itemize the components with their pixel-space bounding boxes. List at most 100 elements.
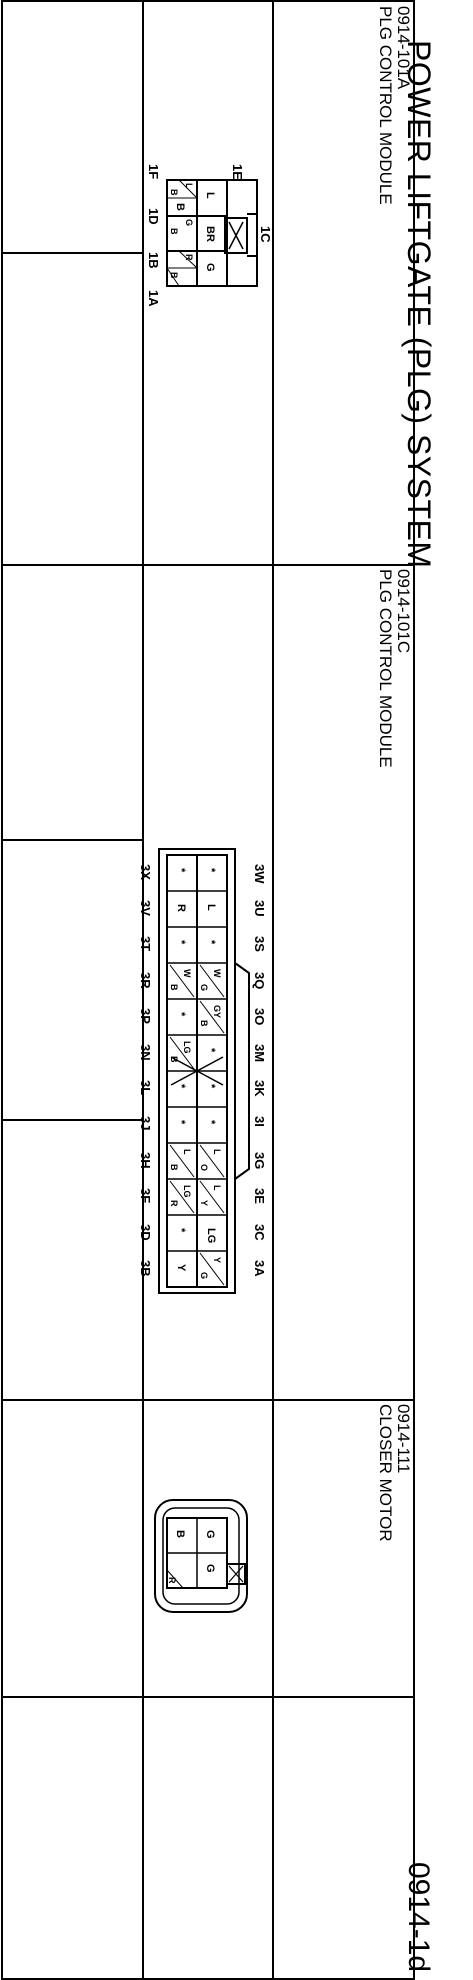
wire-101c-stripe: B bbox=[169, 1056, 179, 1063]
wire-101c-color: LG bbox=[205, 1228, 217, 1243]
wire-101c-color: L bbox=[212, 1149, 222, 1155]
wire-101c-color: * bbox=[175, 1084, 187, 1089]
pin-101c-bottom: 3L bbox=[138, 1080, 153, 1095]
wire-101c-color: * bbox=[175, 940, 187, 945]
wire-101a-r2c4: R bbox=[184, 254, 194, 261]
pin-101c-top: 3O bbox=[252, 1008, 267, 1025]
pin-101c-bottom: 3B bbox=[138, 1260, 153, 1277]
wire-101c-stripe: B bbox=[169, 1164, 179, 1171]
pin-1f: 1F bbox=[146, 164, 161, 179]
connector-101c-diagram bbox=[158, 848, 250, 1294]
wire-101c-stripe-slash bbox=[199, 1000, 225, 1034]
wire-101a-r2c3: G bbox=[184, 219, 194, 226]
wire-101a-r1c2: BR bbox=[204, 226, 216, 242]
wire-101c-color: GY bbox=[212, 1005, 222, 1018]
connector-101c-key-mark bbox=[170, 1056, 224, 1086]
connector-code-111: 0914-111 bbox=[394, 1404, 413, 1474]
wire-101c-color: L bbox=[182, 1149, 192, 1155]
wire-101a-r2c1: L bbox=[184, 183, 194, 189]
wire-101c-stripe: Y bbox=[199, 1200, 209, 1206]
wire-101c-stripe: R bbox=[169, 1200, 179, 1207]
pin-101c-top: 3C bbox=[252, 1224, 267, 1241]
pin-101c-bottom: 3H bbox=[138, 1152, 153, 1169]
wire-101c-stripe: B bbox=[169, 984, 179, 991]
pin-101c-top: 3W bbox=[252, 864, 267, 884]
wire-101c-color: W bbox=[182, 969, 192, 978]
wire-101c-stripe: G bbox=[199, 1272, 209, 1279]
connector-name-101a: PLG CONTROL MODULE bbox=[376, 6, 395, 205]
connector-label-101a: 0914-101A PLG CONTROL MODULE bbox=[376, 6, 413, 205]
wire-101c-color: * bbox=[205, 1084, 217, 1089]
wire-101c-stripe: G bbox=[199, 984, 209, 991]
pin-101c-top: 3I bbox=[252, 1116, 267, 1127]
wire-111-d: R bbox=[167, 1577, 177, 1584]
wire-101c-color: * bbox=[205, 940, 217, 945]
wire-101c-color: * bbox=[175, 1012, 187, 1017]
wire-101c-color: * bbox=[175, 1120, 187, 1125]
wire-101c-color: LG bbox=[182, 1185, 192, 1198]
pin-101c-top: 3Q bbox=[252, 972, 267, 989]
wire-101c-color: * bbox=[175, 868, 187, 873]
wire-101c-stripe-slash bbox=[199, 1144, 225, 1178]
pin-1e: 1E bbox=[230, 164, 245, 180]
pin-101c-top: 3M bbox=[252, 1044, 267, 1062]
connector-label-101c: 0914-101C PLG CONTROL MODULE bbox=[376, 569, 413, 768]
wire-101c-stripe-slash bbox=[169, 1036, 195, 1070]
wire-111-c: G bbox=[204, 1564, 216, 1573]
wire-101c-stripe-slash bbox=[169, 1144, 195, 1178]
pin-101c-top: 3U bbox=[252, 900, 267, 917]
connector-name-101c: PLG CONTROL MODULE bbox=[376, 569, 395, 768]
pin-101c-bottom: 3P bbox=[138, 1008, 153, 1024]
pin-101c-bottom: 3R bbox=[138, 972, 153, 989]
wire-101c-stripe-slash bbox=[169, 1180, 195, 1214]
pin-1d: 1D bbox=[146, 208, 161, 225]
page-id: 0914-1d bbox=[402, 1862, 435, 1973]
pin-101c-bottom: 3F bbox=[138, 1188, 153, 1203]
wire-101c-color: L bbox=[212, 1185, 222, 1191]
pin-101c-bottom: 3N bbox=[138, 1044, 153, 1061]
pin-101c-bottom: 3V bbox=[138, 900, 153, 916]
wire-101c-stripe-slash bbox=[199, 1252, 225, 1286]
wire-101c-color: * bbox=[175, 1228, 187, 1233]
wire-101c-stripe: O bbox=[199, 1164, 209, 1171]
wire-101c-color: * bbox=[205, 1048, 217, 1053]
pin-101c-bottom: 3X bbox=[138, 864, 153, 880]
wire-101a-r1c1: L bbox=[204, 192, 216, 199]
wire-101c-color: R bbox=[175, 904, 187, 912]
wire-101c-color: Y bbox=[175, 1264, 187, 1272]
pin-101c-top: 3S bbox=[252, 936, 267, 952]
wire-101c-stripe: B bbox=[199, 1020, 209, 1027]
wire-101c-color: W bbox=[212, 969, 222, 978]
wire-101c-color: LG bbox=[182, 1041, 192, 1054]
wire-101c-color: Y bbox=[212, 1257, 222, 1263]
pin-101c-bottom: 3D bbox=[138, 1224, 153, 1241]
wire-111-a: G bbox=[204, 1530, 216, 1539]
connector-111-diagram bbox=[154, 1499, 248, 1613]
wire-101a-r2c1b: B bbox=[169, 189, 179, 196]
wire-101a-r2c3b: B bbox=[169, 228, 179, 235]
wire-101a-r2c4b: B bbox=[169, 272, 179, 279]
pin-101c-top: 3G bbox=[252, 1152, 267, 1169]
pin-1b: 1B bbox=[146, 252, 161, 269]
pin-101c-bottom: 3J bbox=[138, 1116, 153, 1130]
pin-101c-top: 3K bbox=[252, 1080, 267, 1097]
wire-101c-color: * bbox=[205, 868, 217, 873]
pin-101c-top: 3E bbox=[252, 1188, 267, 1204]
wire-101a-r2c2: B bbox=[174, 203, 186, 211]
connector-name-111: CLOSER MOTOR bbox=[376, 1404, 395, 1542]
connector-label-111: 0914-111 CLOSER MOTOR bbox=[376, 1404, 413, 1542]
wire-101c-color: L bbox=[205, 904, 217, 911]
pin-1a: 1A bbox=[146, 290, 161, 307]
connector-code-101c: 0914-101C bbox=[394, 569, 413, 654]
pin-101c-top: 3A bbox=[252, 1260, 267, 1277]
wire-101c-color: * bbox=[205, 1120, 217, 1125]
pin-101c-bottom: 3T bbox=[138, 936, 153, 951]
pin-1c: 1C bbox=[258, 226, 273, 243]
wire-101c-stripe-slash bbox=[169, 964, 195, 998]
wire-101c-stripe-slash bbox=[199, 1180, 225, 1214]
wire-101a-r1c3: G bbox=[204, 263, 216, 272]
wire-111-b: B bbox=[174, 1530, 186, 1538]
